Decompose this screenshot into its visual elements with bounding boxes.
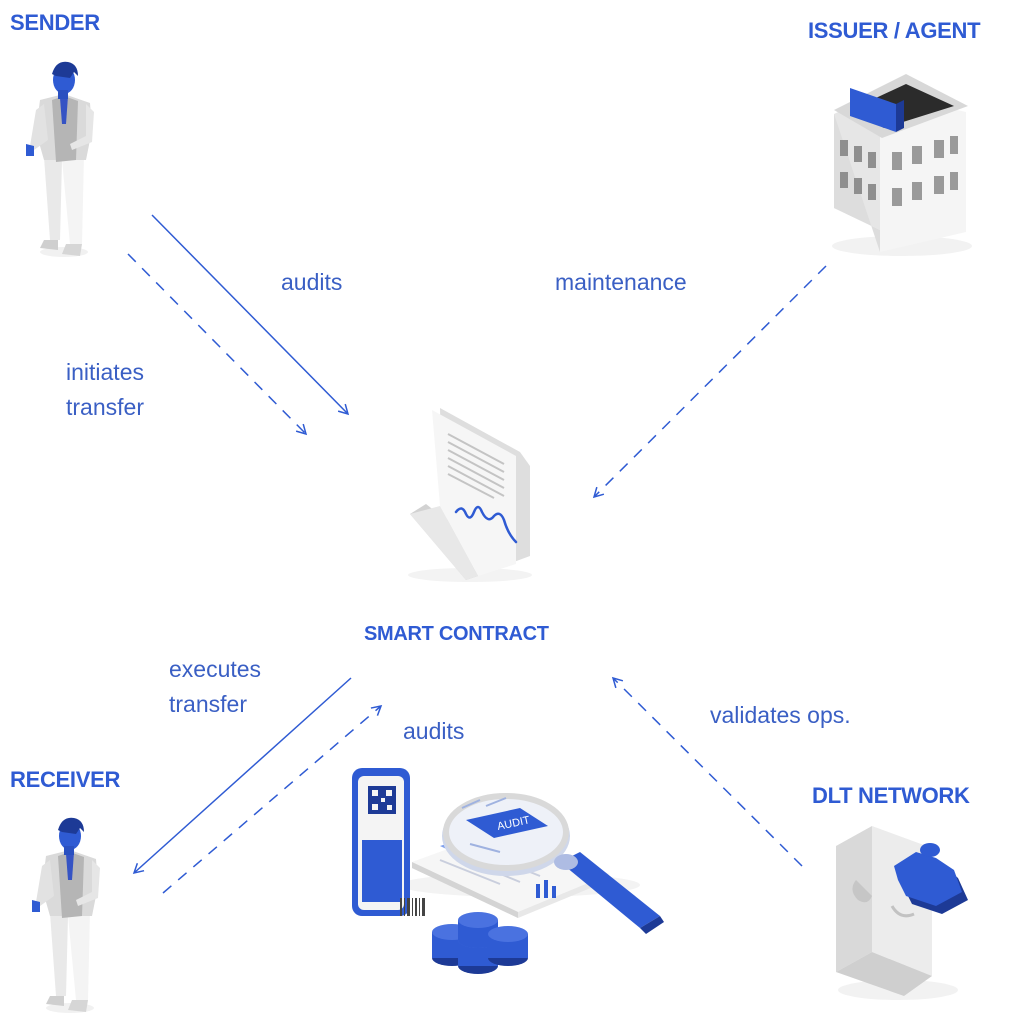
dlt-puzzle-icon: [836, 826, 968, 1000]
edge-label-executes-line1: executes: [169, 656, 262, 682]
edge-label-sender-audits: audits: [281, 269, 343, 295]
sender-person-icon: [26, 61, 94, 257]
receiver-person-icon: [32, 817, 100, 1013]
edge-label-initiates-line2: transfer: [66, 394, 144, 420]
edge-label-executes-line2: transfer: [169, 691, 247, 717]
receiver-title: RECEIVER: [10, 767, 121, 792]
edge-label-initiates-line1: initiates: [66, 359, 144, 385]
contract-document-icon: [408, 408, 532, 582]
audit-magnifier-icon: AUDIT: [352, 768, 664, 974]
edge-label-receiver-audits: audits: [403, 718, 465, 744]
issuer-title: ISSUER / AGENT: [808, 18, 981, 43]
arrow-receiver-audits: [162, 704, 383, 894]
edge-label-validates-ops: validates ops.: [710, 702, 851, 728]
arrow-contract-executes: [132, 677, 352, 875]
edge-label-initiates-transfer: initiates transfer: [66, 355, 144, 425]
dlt-network-title: DLT NETWORK: [812, 783, 970, 808]
smart-contract-title: SMART CONTRACT: [364, 623, 549, 645]
issuer-building-icon: [832, 74, 972, 256]
arrow-sender-audits: [151, 214, 350, 416]
arrow-dlt-validates: [611, 676, 803, 867]
edge-label-executes-transfer: executes transfer: [169, 652, 261, 722]
sender-title: SENDER: [10, 10, 100, 35]
edge-label-maintenance: maintenance: [555, 269, 687, 295]
arrow-sender-initiates: [127, 253, 308, 436]
arrow-issuer-maintenance: [592, 265, 827, 499]
